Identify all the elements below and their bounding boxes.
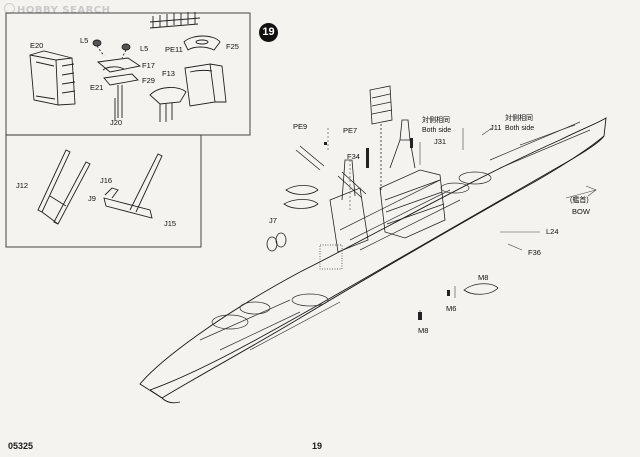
note-bow-cn: (艦首): [570, 197, 589, 204]
product-code: 05325: [8, 441, 34, 451]
label-j12: J12: [16, 181, 29, 190]
label-j9: J9: [88, 194, 96, 203]
label-f36: F36: [528, 248, 541, 257]
label-pe11: PE11: [165, 45, 183, 54]
label-j31: J31: [434, 137, 447, 146]
label-j11: J11: [490, 123, 502, 132]
part-e20-e21: [29, 50, 76, 106]
label-l5-left: L5: [80, 36, 89, 45]
label-pe7: PE7: [343, 126, 358, 135]
label-f25: F25: [226, 42, 239, 51]
inset-box-middle: [5, 134, 202, 248]
note-both-side-left-en: Both side: [422, 127, 452, 134]
boats: [266, 145, 499, 295]
part-f13: [149, 63, 227, 122]
note-both-side-right-cn: 対側相同: [505, 115, 533, 122]
label-f13: F13: [162, 69, 175, 78]
label-e20: E20: [30, 41, 44, 50]
label-f34: F34: [347, 152, 360, 161]
label-m8-left: M8: [418, 326, 429, 335]
deck-details: [199, 121, 591, 351]
watermark: HOBBY SEARCH: [4, 3, 110, 16]
label-m8-right: M8: [478, 273, 489, 282]
part-j16-j15: [103, 153, 163, 219]
superstructure: [329, 85, 446, 253]
step-number-badge: 19: [259, 23, 278, 42]
label-l24: L24: [546, 227, 559, 236]
page-number: 19: [312, 441, 323, 451]
label-f29: F29: [142, 76, 155, 85]
label-l5-right: L5: [140, 44, 149, 53]
part-f25: [183, 35, 221, 51]
part-l5: [92, 39, 131, 59]
small-parts: [324, 138, 450, 320]
hobby-search-logo-icon: [4, 3, 15, 14]
note-bow-en: BOW: [572, 207, 590, 216]
inset-box-top: [5, 12, 251, 136]
label-e21: E21: [90, 83, 104, 92]
label-j16: J16: [100, 176, 113, 185]
leader-lines: [327, 127, 597, 320]
part-j12-j9: [37, 149, 91, 225]
label-j7: J7: [269, 216, 277, 225]
label-m6: M6: [446, 304, 457, 313]
note-both-side-left-cn: 対側相同: [422, 117, 450, 124]
ship-hull: [139, 117, 607, 404]
label-j15: J15: [164, 219, 177, 228]
part-pe11: [149, 12, 201, 29]
label-j20: J20: [110, 118, 123, 127]
label-f17: F17: [142, 61, 155, 70]
note-both-side-right-en: Both side: [505, 125, 535, 132]
label-pe9: PE9: [293, 122, 308, 131]
part-f17-f29: [96, 57, 142, 120]
